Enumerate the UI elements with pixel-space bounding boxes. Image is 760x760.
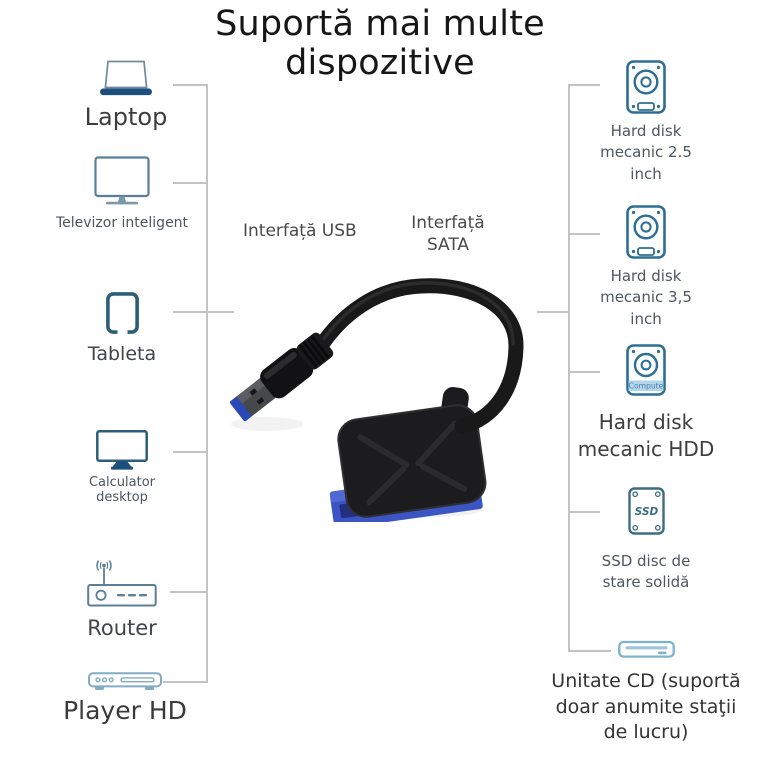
page-title: Suportă mai multe dispozitive xyxy=(0,5,760,83)
device-label-router: Router xyxy=(87,616,157,640)
device-laptop: Laptop xyxy=(66,60,186,131)
left-stub-tv xyxy=(173,182,207,184)
left-bracket-line xyxy=(206,84,208,683)
device-label-smart-tv: Televizor inteligent xyxy=(55,215,189,231)
left-stub-laptop xyxy=(173,84,207,86)
cd-drive-icon xyxy=(617,640,675,658)
right-stub-product xyxy=(537,311,569,313)
smart-tv-icon xyxy=(94,156,150,205)
device-label-hd-player: Player HD xyxy=(63,696,187,725)
device-hdd-3-5: Hard disk mecanic 3,5 inch xyxy=(576,205,716,330)
device-hdd-2-5: Hard disk mecanic 2.5 inch xyxy=(576,60,716,185)
device-label-laptop: Laptop xyxy=(84,103,168,131)
desktop-computer-icon xyxy=(96,430,148,470)
device-label-cd-drive: Unitate CD (suportă doar anumite staţii … xyxy=(551,670,741,744)
device-label-hdd: Hard disk mecanic HDD xyxy=(577,410,715,461)
hd-player-icon xyxy=(88,672,162,690)
device-cd-drive: Unitate CD (suportă doar anumite staţii … xyxy=(550,639,742,746)
right-stub-hdd25 xyxy=(569,84,600,86)
ssd-icon: SSD xyxy=(627,487,665,535)
right-bracket-line xyxy=(568,84,570,652)
device-tablet: Tableta xyxy=(62,292,182,365)
device-ssd: SSD SSD disc de stare solidă xyxy=(576,487,716,594)
hdd-icon: Compute xyxy=(626,344,666,396)
left-stub-router xyxy=(170,591,207,593)
usb-plug xyxy=(230,332,334,422)
sata-interface-label: Interfață SATA xyxy=(411,213,485,256)
device-hdd: Compute Hard disk mecanic HDD xyxy=(576,344,716,463)
device-label-ssd: SSD disc de stare solidă xyxy=(601,552,691,592)
laptop-icon xyxy=(100,60,152,96)
device-desktop: Calculator desktop xyxy=(62,430,182,506)
right-stub-hdd35 xyxy=(569,233,600,235)
left-stub-tablet-product xyxy=(173,311,234,313)
sata-adapter-body xyxy=(329,387,487,522)
hdd-icon-watermark: Compute xyxy=(629,382,664,391)
usb-sata-adapter-photo xyxy=(230,278,524,522)
router-icon xyxy=(87,560,157,607)
left-stub-player xyxy=(163,681,207,683)
cable xyxy=(313,278,524,434)
right-stub-ssd xyxy=(569,511,600,513)
usb-interface-label: Interfață USB xyxy=(243,221,357,241)
device-label-hdd-3-5: Hard disk mecanic 3,5 inch xyxy=(600,267,692,328)
right-stub-cd xyxy=(569,650,611,652)
device-router: Router xyxy=(62,558,182,640)
device-label-desktop: Calculator desktop xyxy=(88,475,155,506)
hdd-2-5-inch-icon xyxy=(626,60,666,114)
device-smart-tv: Televizor inteligent xyxy=(56,156,188,231)
tablet-icon xyxy=(105,292,139,334)
device-label-tablet: Tableta xyxy=(87,343,157,365)
device-label-hdd-2-5: Hard disk mecanic 2.5 inch xyxy=(600,122,692,183)
page-title-line2: dispozitive xyxy=(285,43,475,83)
hdd-3-5-inch-icon xyxy=(626,205,666,259)
page-title-line1: Suportă mai multe xyxy=(215,4,545,44)
left-stub-desktop xyxy=(173,451,207,453)
ssd-icon-text: SSD xyxy=(634,506,658,518)
device-hd-player: Player HD xyxy=(57,672,193,725)
right-stub-hdd xyxy=(569,371,600,373)
